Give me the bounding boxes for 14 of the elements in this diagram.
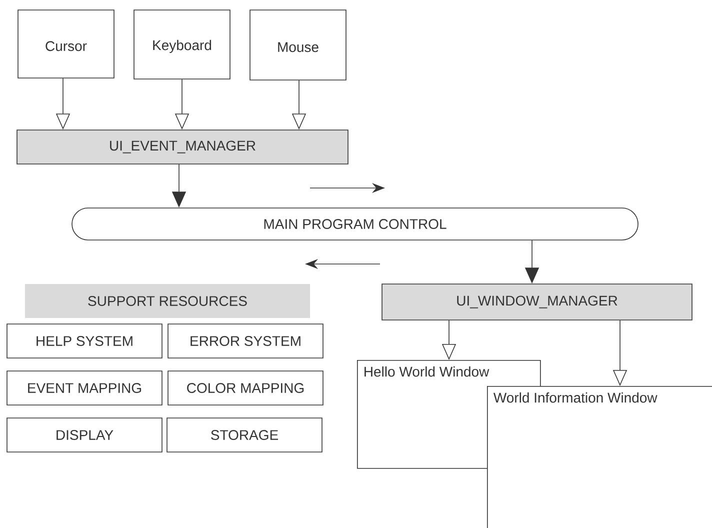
control-bar: MAIN PROGRAM CONTROL (72, 208, 638, 240)
manager-box: UI_WINDOW_MANAGER (382, 284, 692, 320)
input-box: Keyboard (134, 10, 230, 80)
input-box: Mouse (250, 10, 346, 80)
resource-box: DISPLAY (6, 418, 162, 452)
resource-box: HELP SYSTEM (6, 324, 162, 358)
window-box: World Information Window (487, 386, 712, 528)
resource-box: ERROR SYSTEM (168, 324, 324, 358)
resource-box: COLOR MAPPING (168, 370, 324, 406)
manager-box: UI_EVENT_MANAGER (16, 130, 348, 164)
input-box: Cursor (18, 10, 114, 78)
resource-box: STORAGE (166, 418, 322, 452)
heading-band: SUPPORT RESOURCES (25, 284, 310, 318)
resource-box: EVENT MAPPING (6, 370, 162, 406)
